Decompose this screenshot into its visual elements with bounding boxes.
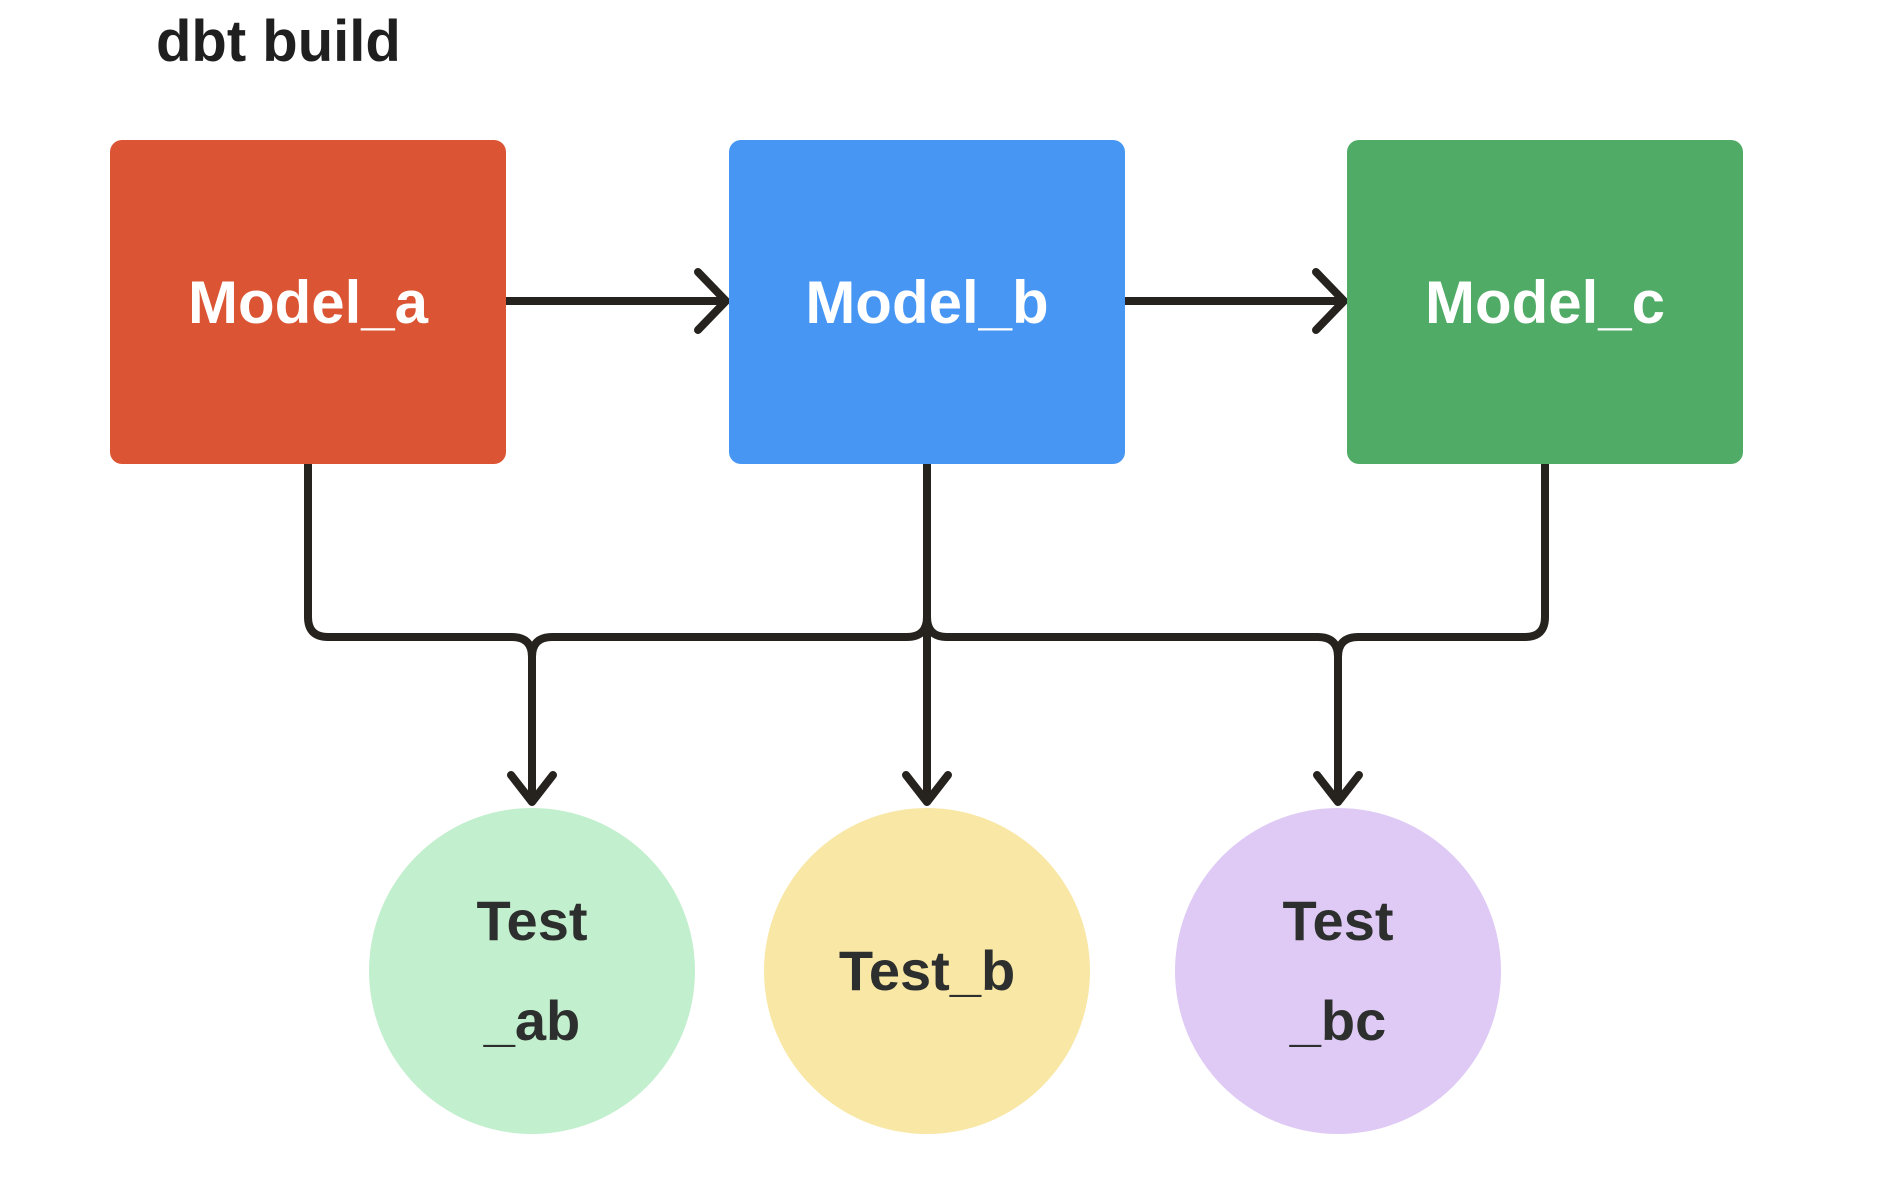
node-model-b-label: Model_b [805, 268, 1049, 336]
edge-model-b-to-test-ab [528, 458, 931, 661]
arrowhead-test-b-icon [902, 771, 952, 806]
node-model-c: Model_c [1347, 140, 1743, 464]
node-test-ab-label-line1: Test [476, 889, 588, 952]
node-model-a: Model_a [110, 140, 506, 464]
arrowhead-model-c-icon [1312, 268, 1348, 334]
node-model-a-label: Model_a [187, 268, 429, 336]
node-test-bc-label-line1: Test [1282, 889, 1394, 952]
node-test-b: Test_b [764, 808, 1090, 1134]
node-test-ab-label-line2: _ab [483, 989, 581, 1052]
node-test-bc-label-line2: _bc [1289, 989, 1387, 1052]
edge-model-c-to-test-bc [1334, 458, 1549, 661]
arrowhead-test-bc-icon [1313, 771, 1363, 806]
node-model-b: Model_b [729, 140, 1125, 464]
node-test-b-label-line1: Test_b [838, 939, 1016, 1002]
node-test-bc: Test _bc [1175, 808, 1501, 1134]
arrowhead-test-ab-icon [507, 771, 557, 806]
arrowhead-model-b-icon [694, 268, 730, 334]
node-model-c-label: Model_c [1424, 268, 1666, 336]
edge-model-b-to-test-bc [923, 458, 1342, 798]
edge-model-a-to-test-ab [304, 458, 536, 798]
node-test-ab: Test _ab [369, 808, 695, 1134]
diagram-title: dbt build [156, 9, 401, 74]
